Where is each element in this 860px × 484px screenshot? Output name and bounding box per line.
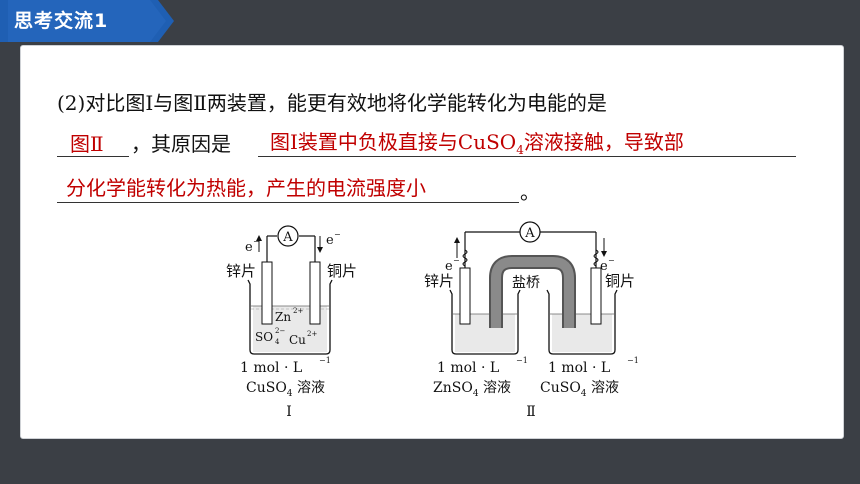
ammeter-label-2: A (524, 226, 535, 241)
electron-label-right-1: e (326, 233, 334, 248)
solution-label-2-right: CuSO4 溶液 (540, 380, 619, 399)
ammeter-label-1: A (282, 230, 293, 245)
content-card (20, 45, 844, 439)
arrow-down-icon-1 (317, 247, 323, 253)
zinc-label-1: 锌片 (226, 262, 256, 280)
arrow-down-icon-2 (601, 251, 607, 257)
diagram-2: A e − e − 锌片 铜片 盐桥 1 mol · L −1 ZnSO4 溶液… (424, 221, 639, 420)
svg-text:−: − (453, 256, 460, 265)
zinc-label-2: 锌片 (424, 272, 454, 290)
copper-label-2: 铜片 (605, 272, 635, 290)
copper-electrode-1 (309, 261, 321, 325)
svg-text:−1: −1 (319, 356, 331, 365)
concentration-label-2-right: 1 mol · L (548, 360, 610, 376)
concentration-label-2-left: 1 mol · L (437, 360, 499, 376)
ion-zn-1: Zn (275, 310, 291, 324)
beaker-1 (247, 279, 333, 355)
beaker-2-right (546, 289, 618, 355)
diagram-1: A e − e − 锌片 铜片 Zn 2+ SO 4 2− Cu 2+ 1 mo… (226, 225, 357, 420)
svg-text:2+: 2+ (307, 330, 317, 338)
svg-text:2+: 2+ (293, 307, 303, 315)
concentration-label-1: 1 mol · L (240, 360, 302, 376)
svg-text:−1: −1 (627, 356, 639, 365)
salt-bridge-label: 盐桥 (512, 275, 540, 291)
ammeter-icon-1 (277, 225, 299, 247)
svg-text:−: − (334, 230, 341, 239)
question-line-1: (2)对比图Ⅰ与图Ⅱ两装置，能更有效地将化学能转化为电能的是 (57, 91, 607, 115)
zinc-electrode-2 (459, 267, 471, 325)
diagram-label-2: Ⅱ (526, 404, 536, 420)
ammeter-icon-2 (519, 221, 541, 243)
answer-underline-1 (57, 156, 129, 157)
section-title: 思考交流1 (14, 10, 109, 32)
answer-blank-1: 图Ⅱ (70, 132, 104, 156)
electron-label-right-2: e (600, 259, 608, 274)
svg-text:4: 4 (275, 338, 280, 346)
section-header: 思考交流1 (0, 0, 176, 42)
svg-text:−1: −1 (516, 356, 528, 365)
ion-cu-1: Cu (289, 333, 306, 347)
solution-label-1: CuSO4 溶液 (246, 380, 325, 399)
answer-underline-2 (258, 156, 796, 157)
svg-text:−: − (608, 256, 615, 265)
answer-underline-3 (57, 202, 519, 203)
answer-blank-2: 图Ⅰ装置中负极直接与CuSO4溶液接触，导致部 (270, 130, 684, 157)
zinc-electrode-1 (261, 261, 273, 325)
solution-label-2-left: ZnSO4 溶液 (433, 380, 511, 399)
svg-text:−: − (253, 237, 260, 246)
end-punctuation: 。 (520, 180, 540, 204)
ion-so4-1: SO (255, 330, 273, 344)
answer-blank-3: 分化学能转化为热能，产生的电流强度小 (66, 176, 426, 200)
electron-label-left-1: e (245, 240, 253, 255)
copper-electrode-2 (590, 267, 602, 325)
diagram-label-1: Ⅰ (286, 404, 292, 420)
arrow-up-icon-1 (256, 235, 262, 241)
header-tab-shape (0, 0, 174, 42)
question-mid-text: ，其原因是 (131, 132, 231, 156)
electron-label-left-2: e (445, 259, 453, 274)
beaker-2-left (449, 289, 521, 355)
arrow-up-icon-2 (454, 237, 460, 243)
copper-label-1: 铜片 (327, 262, 357, 280)
svg-text:2−: 2− (275, 327, 285, 335)
